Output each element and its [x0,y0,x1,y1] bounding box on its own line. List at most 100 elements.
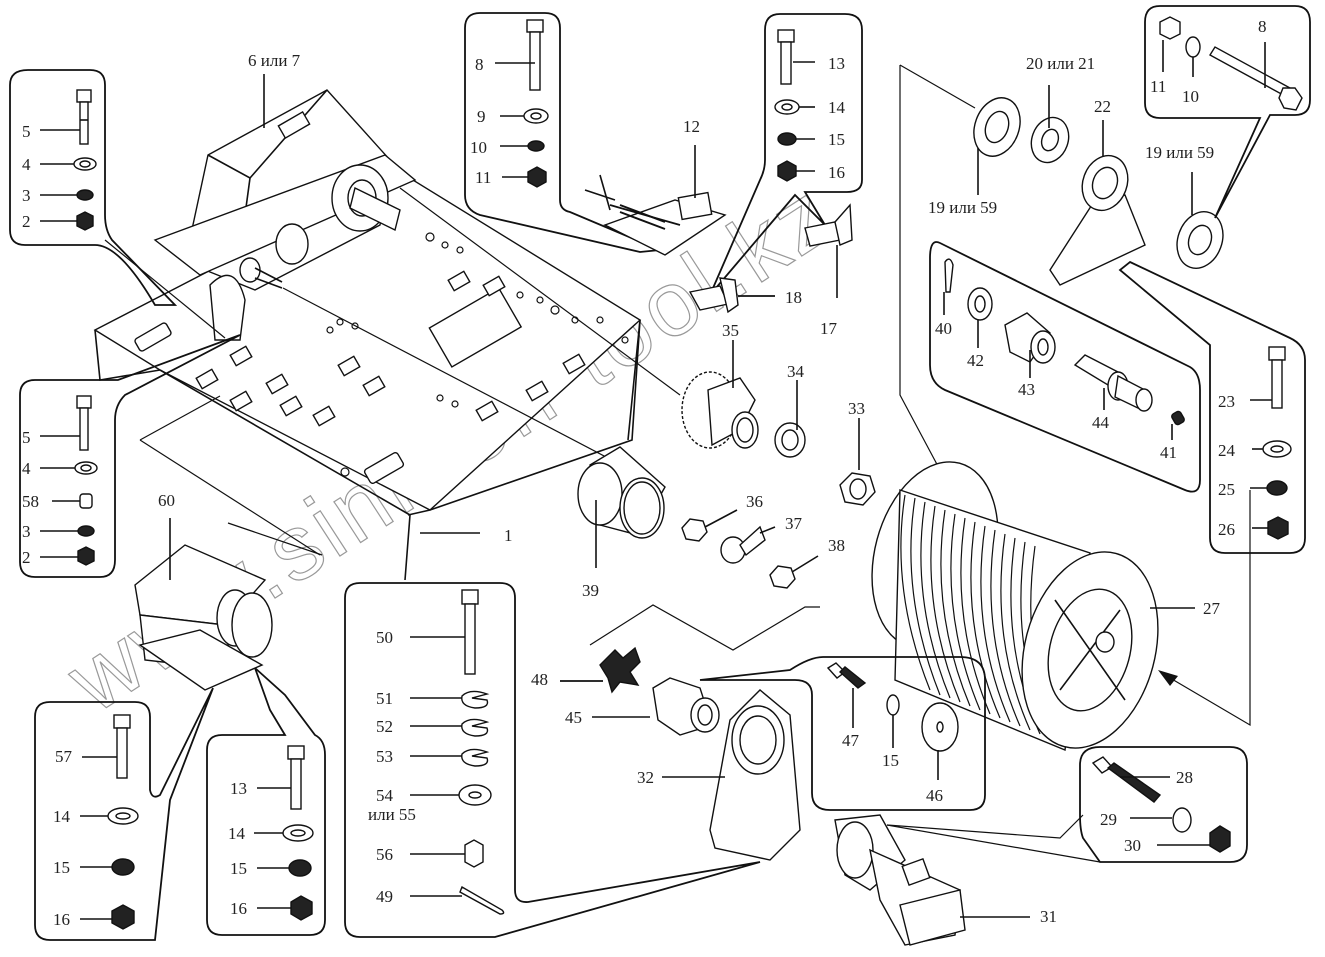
shim-icon [461,690,490,709]
callout-45: 45 [565,708,582,727]
sleeve-39: 39 [577,446,666,600]
rope-coils [900,494,1059,743]
spring-washer-icon [77,525,95,537]
callout-14: 14 [228,824,246,843]
bearing-cover-right: 19 или 59 [1145,143,1224,269]
fastener-group-motor-support: 50 51 52 53 54 или 55 56 49 [344,582,761,938]
bolt-icon [461,589,479,675]
spring-washer-icon [1172,807,1192,833]
nut-icon [777,160,797,182]
lock-washer-34: 34 [774,362,806,458]
callout-4: 4 [22,155,31,174]
callout-58: 58 [22,492,39,511]
callout-14: 14 [53,807,71,826]
callout-41: 41 [1160,443,1177,462]
spring-washer-icon [76,189,94,201]
callout-22: 22 [1094,97,1111,116]
nut-icon [1159,16,1181,40]
bracket-17: 17 [804,203,853,338]
callout-15: 15 [230,859,247,878]
callout-16: 16 [828,163,845,182]
fastener-group-brake-left: 57 14 15 16 [34,687,214,941]
callout-16: 16 [230,899,247,918]
callout-16: 16 [53,910,70,929]
set-screw-icon [1171,410,1185,426]
nut-38: 38 [769,536,845,589]
callout-26: 26 [1218,520,1235,539]
callout-34: 34 [787,362,805,381]
nut-36: 36 [681,492,763,542]
callout-13: 13 [828,54,845,73]
bolt-icon [287,745,305,810]
callout-11: 11 [475,168,491,187]
bolt-icon [1268,346,1286,409]
callout-33: 33 [848,399,865,418]
callout-56: 56 [376,845,393,864]
spring-washer-icon [288,859,312,877]
base-frame: 1 [93,171,642,581]
callout-5: 5 [22,122,31,141]
bearing: 20 или 21 [1026,54,1095,164]
callout-15: 15 [882,751,899,770]
fastener-group-brake-right: 13 14 15 16 [206,667,326,936]
spring-washer-icon [111,858,135,876]
callout-32: 32 [637,768,654,787]
leader-line [139,395,221,441]
callout-53: 53 [376,747,393,766]
nut-icon [76,211,94,231]
callout-39: 39 [582,581,599,600]
bolt-icon [113,714,131,779]
callout-27: 27 [1203,599,1221,618]
bolt-icon [76,89,92,145]
callout-23: 23 [1218,392,1235,411]
callout-19-or-59-left: 19 или 59 [928,198,997,217]
callout-44: 44 [1092,413,1110,432]
round-nut-33: 33 [839,399,876,506]
callout-43: 43 [1018,380,1035,399]
bearing-support: 22 [1049,97,1146,286]
callout-37: 37 [785,514,803,533]
shaft-icon [1073,354,1153,412]
callout-54-or-55: или 55 [368,805,416,824]
fastener-group-top-left: 5 4 3 2 [9,69,226,339]
spider-48: 48 [531,604,820,694]
bracket-18: 18 [688,277,802,314]
fastener-group-left-middle: 5 4 58 3 2 [19,334,241,578]
callout-25: 25 [1218,480,1235,499]
callout-52: 52 [376,717,393,736]
callout-50: 50 [376,628,393,647]
bearing-cover-left: 19 или 59 [899,64,1021,217]
spacer-icon [79,493,93,509]
callout-28: 28 [1176,768,1193,787]
spring-washer-icon [886,694,900,716]
callout-8: 8 [475,55,484,74]
nut-icon [1267,516,1289,540]
callout-35: 35 [722,321,739,340]
gear-reducer: 6 или 7 [153,51,681,481]
fastener-group-top-right: 11 10 8 [1144,5,1311,219]
fastener-group-cable-guide: 8 9 10 11 [464,12,661,253]
bushing-icon [1004,312,1056,364]
callout-51: 51 [376,689,393,708]
callout-46: 46 [926,786,943,805]
callout-15: 15 [53,858,70,877]
mounting-pads [195,270,586,427]
callout-18: 18 [785,288,802,307]
callout-13: 13 [230,779,247,798]
nut-icon [290,895,313,921]
callout-11: 11 [1150,77,1166,96]
cotter-pin-icon [944,258,954,293]
callout-12: 12 [683,117,700,136]
callout-30: 30 [1124,836,1141,855]
callout-20-or-21: 20 или 21 [1026,54,1095,73]
callout-10: 10 [1182,87,1199,106]
callout-48: 48 [531,670,548,689]
callout-31: 31 [1040,907,1057,926]
callout-38: 38 [828,536,845,555]
coupling-45: 45 [565,677,720,736]
callout-24: 24 [1218,441,1236,460]
callout-5: 5 [22,428,31,447]
spring-washer-icon [1266,480,1288,496]
nut-icon [1209,825,1231,853]
